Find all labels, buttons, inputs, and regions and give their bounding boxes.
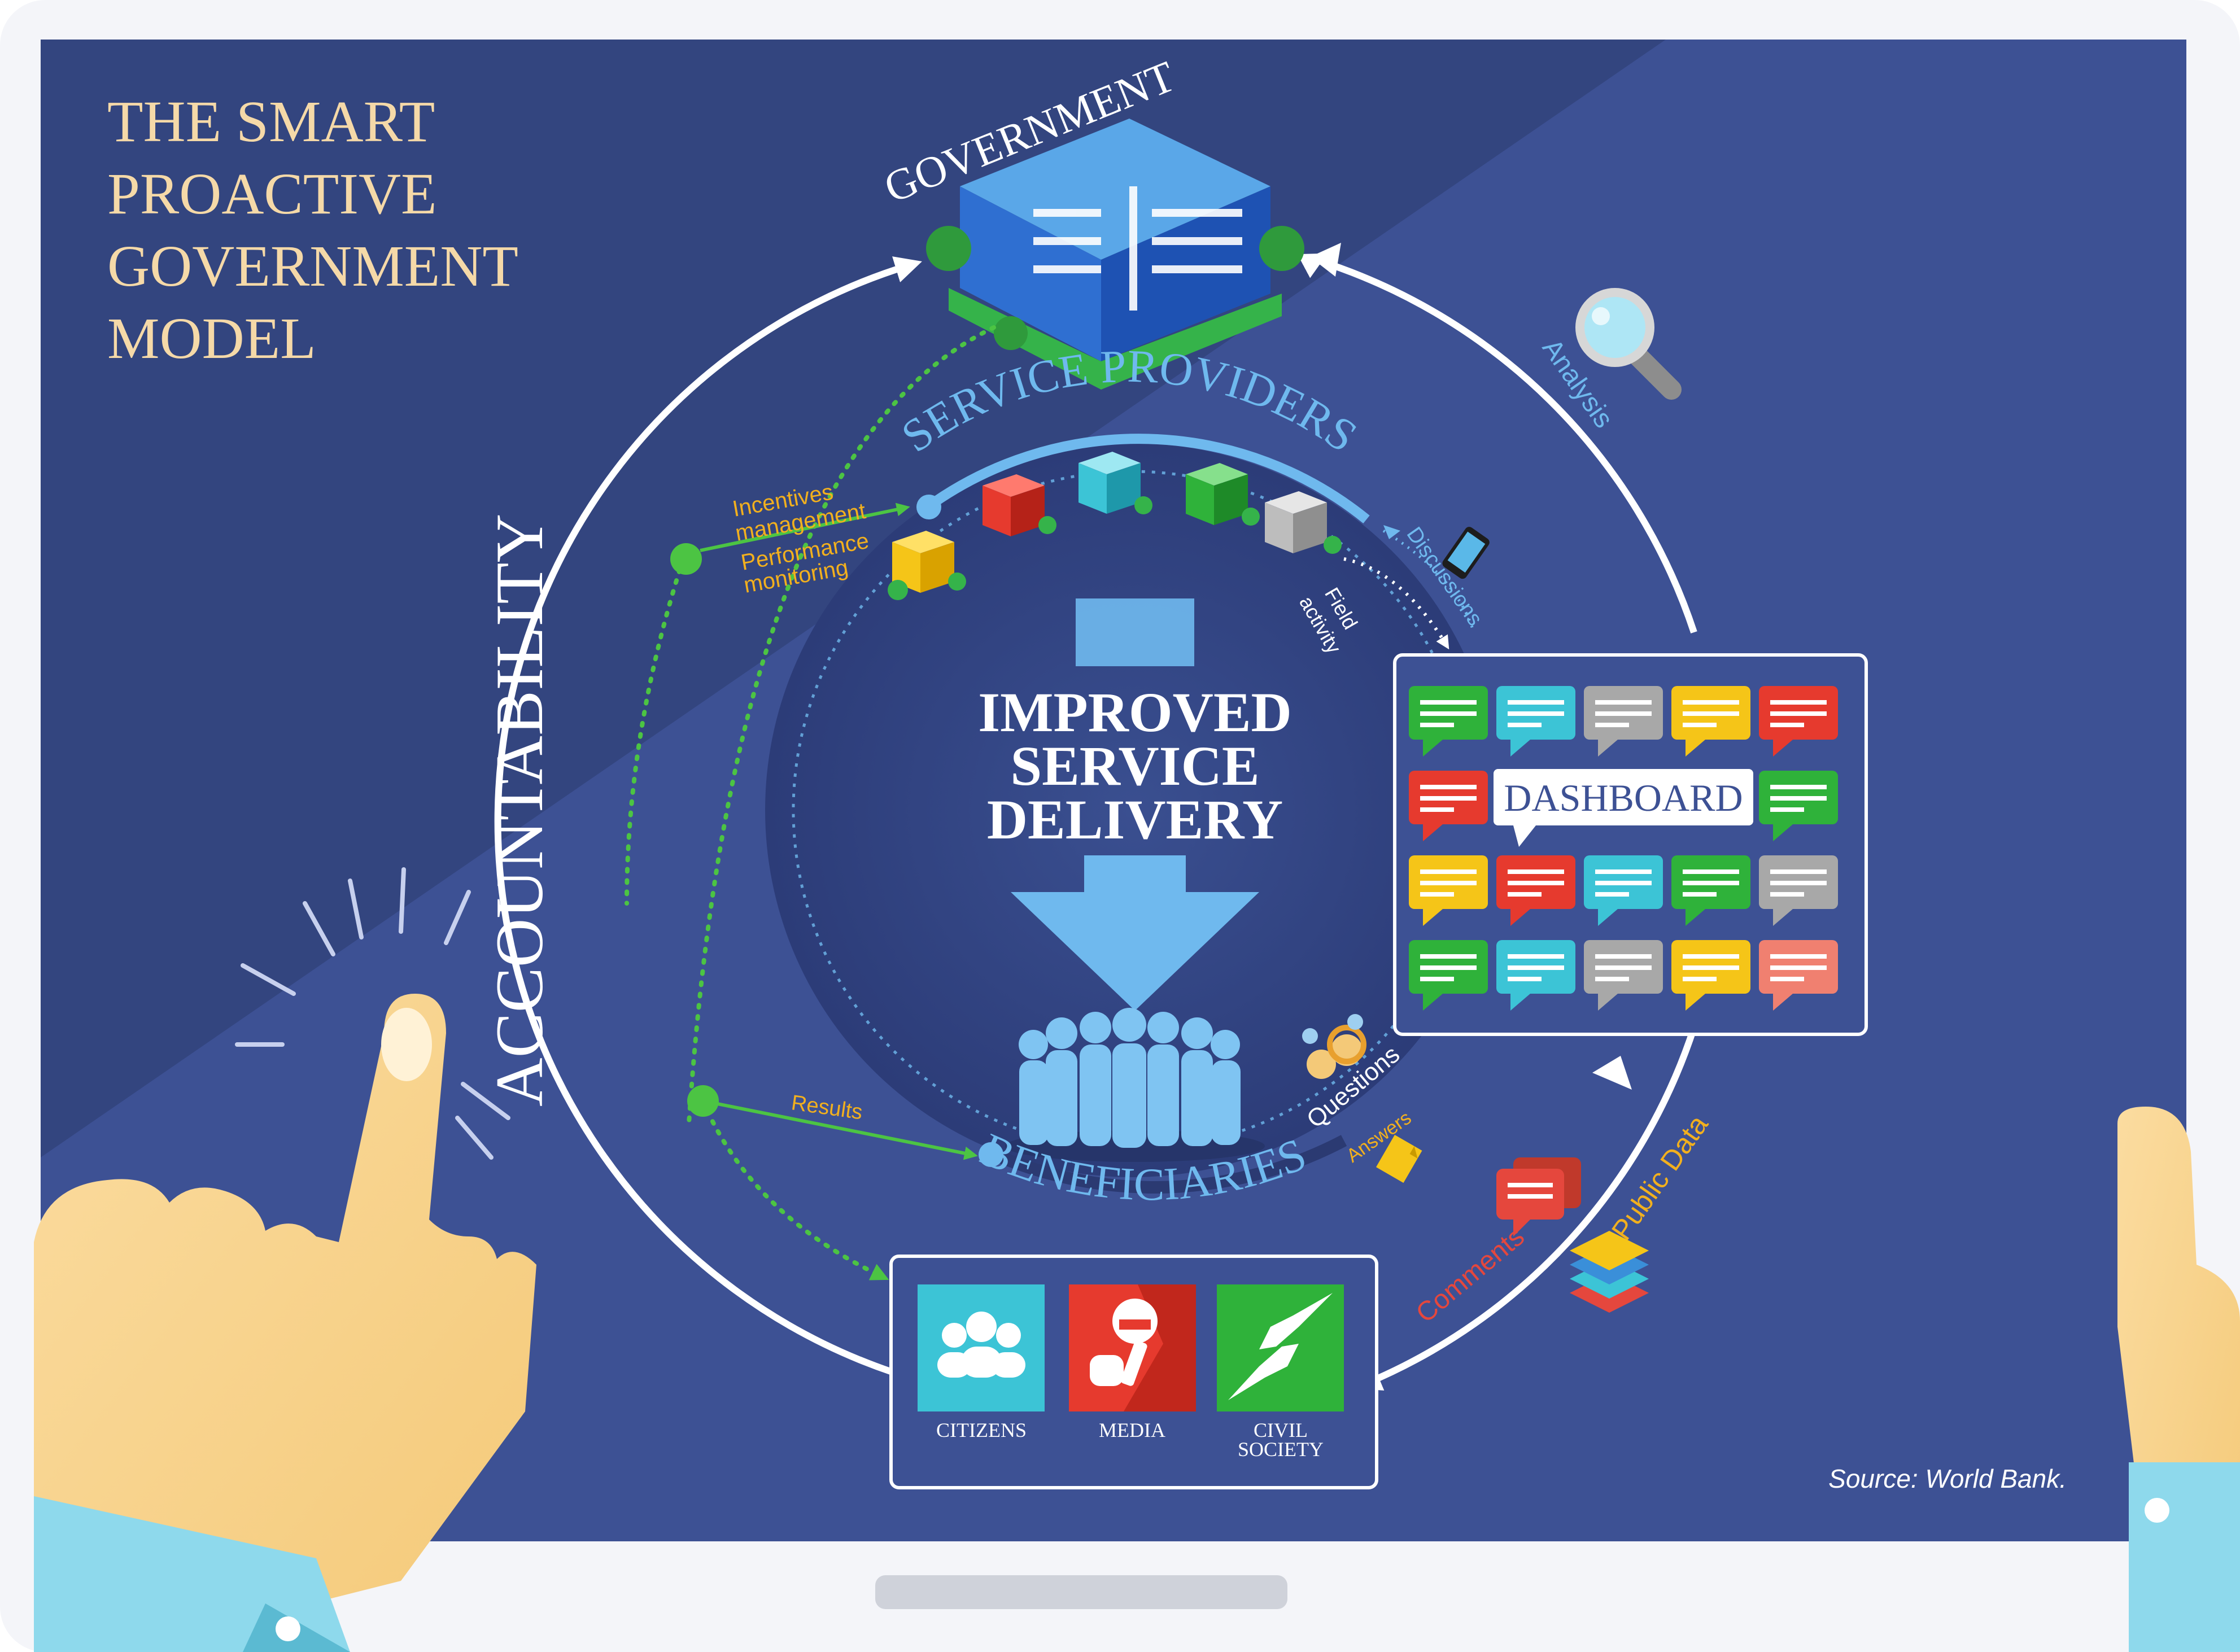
dashboard-bubble-icon bbox=[1409, 686, 1488, 757]
dashboard-bubble-icon bbox=[1409, 855, 1488, 926]
incentives-arrow bbox=[700, 502, 910, 552]
center-line-3: DELIVERY bbox=[987, 788, 1283, 851]
dashboard-bubble-icon bbox=[1671, 940, 1750, 1011]
title-line-3: GOVERNMENT bbox=[107, 234, 518, 299]
helping-hands-icon bbox=[1228, 1293, 1333, 1400]
dashboard-bubbles bbox=[1409, 686, 1838, 1011]
down-arrow bbox=[1011, 855, 1259, 1011]
page-title: THE SMART PROACTIVE GOVERNMENT MODEL bbox=[107, 89, 518, 371]
dashboard-label: DASHBOARD bbox=[1504, 776, 1743, 819]
people-icon bbox=[937, 1312, 1025, 1378]
dashboard-bubble-icon bbox=[1496, 855, 1575, 926]
title-line-4: MODEL bbox=[107, 306, 316, 371]
dashboard-bubble-icon bbox=[1759, 940, 1838, 1011]
pointing-hand-left bbox=[34, 994, 536, 1652]
stakeholder-label: SOCIETY bbox=[1238, 1438, 1324, 1461]
inner-disk bbox=[765, 443, 1499, 1177]
public-data-loop-arc bbox=[1353, 1026, 1697, 1391]
government-building-icon bbox=[926, 119, 1304, 390]
dashboard-panel: DASHBOARD bbox=[1393, 653, 1868, 1036]
questions-people-icon bbox=[1302, 1014, 1366, 1079]
stakeholders-panel bbox=[889, 1255, 1378, 1489]
dashboard-bubble-icon bbox=[1496, 686, 1575, 757]
results-dotted-flow bbox=[701, 1099, 889, 1280]
dashboard-bubble-icon bbox=[1671, 686, 1750, 757]
stakeholder-label: MEDIA bbox=[1099, 1419, 1165, 1441]
beneficiaries-crowd-icon bbox=[1005, 1008, 1265, 1162]
dashboard-bubble-icon bbox=[1759, 686, 1838, 757]
dashboard-bubble-icon bbox=[1409, 771, 1488, 841]
dashboard-label-box bbox=[1494, 769, 1753, 825]
monitor-stand bbox=[875, 1575, 1287, 1609]
service-providers-arc bbox=[923, 434, 1370, 523]
center-line-1: IMPROVED bbox=[978, 681, 1292, 744]
stakeholder-label: CIVIL bbox=[1254, 1419, 1308, 1441]
accountability-loop-arc bbox=[494, 256, 922, 1375]
dashboard-bubble-icon bbox=[1584, 855, 1663, 926]
sp-arc-node bbox=[916, 495, 941, 519]
flow-bar bbox=[1076, 598, 1194, 666]
comments-icon bbox=[1496, 1157, 1581, 1236]
phone-icon bbox=[1442, 527, 1490, 579]
results-arrow bbox=[717, 1102, 978, 1160]
tap-rays-icon bbox=[235, 867, 510, 1160]
dashboard-bubble-icon bbox=[1759, 771, 1838, 841]
dashboard-bubble-icon bbox=[1759, 855, 1838, 926]
analysis-loop-arc bbox=[1315, 256, 1697, 633]
dashboard-bubble-icon bbox=[1584, 686, 1663, 757]
dashboard-bubble-icon bbox=[1584, 940, 1663, 1011]
beneficiaries-arc-node bbox=[979, 1142, 1003, 1167]
analysis-arrowhead bbox=[1310, 243, 1341, 277]
center-line-2: SERVICE bbox=[1010, 735, 1259, 797]
dashboard-bubble-icon bbox=[1671, 855, 1750, 926]
dashboard-arrowhead bbox=[1592, 1056, 1632, 1090]
data-layers-icon bbox=[1570, 1231, 1649, 1313]
dashboard-bubble-icon bbox=[1496, 940, 1575, 1011]
accountability-label: ACCOUNTABILITY bbox=[482, 514, 557, 1107]
incentives-node bbox=[670, 543, 702, 575]
holding-hand-right bbox=[2117, 1107, 2240, 1652]
answer-note-icon bbox=[1376, 1135, 1422, 1183]
government-dotted-flow bbox=[687, 325, 996, 1126]
source-note: Source: World Bank. bbox=[1828, 1464, 2067, 1493]
title-line-1: THE SMART bbox=[107, 89, 435, 154]
dashboard-bubble-icon bbox=[1409, 940, 1488, 1011]
microphone-news-icon bbox=[1090, 1299, 1158, 1386]
magnifier-icon bbox=[1575, 288, 1682, 400]
service-provider-buildings bbox=[888, 452, 1342, 600]
results-node bbox=[687, 1085, 719, 1117]
stakeholder-label: CITIZENS bbox=[936, 1419, 1027, 1441]
title-line-2: PROACTIVE bbox=[107, 161, 437, 226]
